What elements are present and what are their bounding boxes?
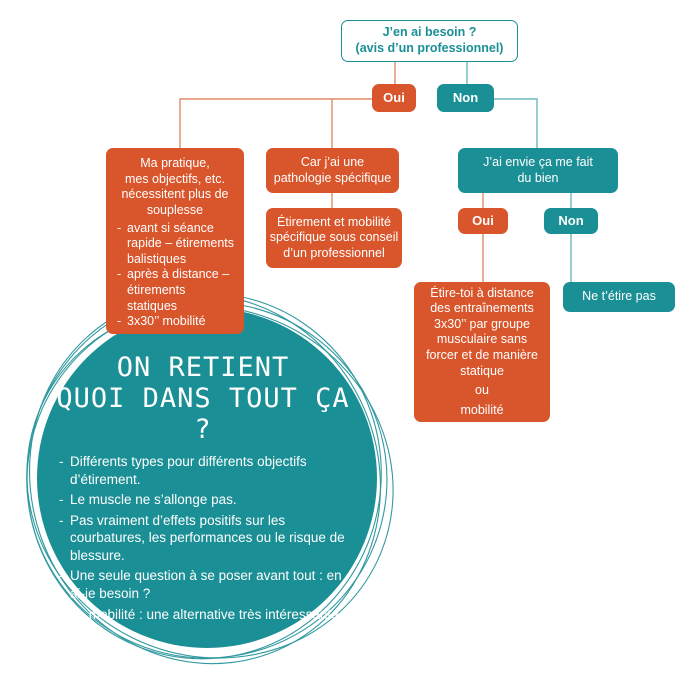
pathology-advice-line-2: spécifique sous conseil: [269, 230, 399, 245]
takeaway-list: Différents types pour différents objecti…: [58, 453, 358, 623]
feel-good-line-2: du bien: [517, 170, 559, 185]
stretch-advice-line-8: mobilité: [460, 402, 504, 417]
pathology-line-1: Car j’ai une: [300, 154, 365, 169]
top-question-line-2: (avis d’un professionnel): [355, 41, 504, 55]
feel-oui-pill: Oui: [458, 208, 508, 234]
list-item: avant si séance rapide – étirements bali…: [116, 221, 234, 268]
pathology-box: Car j’ai une pathologie spécifique: [266, 148, 399, 193]
no-stretch-box: Ne t’étire pas: [563, 282, 675, 312]
feel-good-box: J’ai envie ça me fait du bien: [458, 148, 618, 193]
feel-good-line-1: J’ai envie ça me fait: [483, 154, 593, 169]
stretch-advice-line-4: musculaire sans: [436, 332, 528, 347]
pathology-advice-box: Étirement et mobilité spécifique sous co…: [266, 208, 402, 268]
stretch-advice-line-1: Étire-toi à distance: [430, 285, 534, 300]
connector-non-feel: [494, 98, 538, 148]
list-item: Différents types pour différents objecti…: [58, 453, 358, 488]
stretch-advice-box: Étire-toi à distance des entraînements 3…: [414, 282, 550, 422]
non-pill: Non: [437, 84, 494, 112]
no-stretch-label: Ne t’étire pas: [582, 289, 656, 304]
stretch-advice-line-5: forcer et de manière: [426, 348, 538, 362]
takeaway-title-line-2: QUOI DANS TOUT ÇA ?: [56, 383, 350, 446]
feel-oui-label: Oui: [472, 212, 494, 228]
practice-heading-line-3: nécessitent plus de: [121, 187, 229, 202]
practice-heading: Ma pratique, mes objectifs, etc. nécessi…: [116, 156, 234, 219]
practice-heading-line-1: Ma pratique,: [140, 156, 210, 170]
list-item: Pas vraiment d’effets positifs sur les c…: [58, 512, 358, 565]
connector-oui-branches: [179, 98, 372, 148]
oui-pill: Oui: [372, 84, 416, 112]
stretch-advice-line-2: des entraînements: [430, 301, 534, 316]
takeaway-title: ON RETIENT QUOI DANS TOUT ÇA ?: [48, 352, 358, 445]
list-item: Le muscle ne s’allonge pas.: [58, 491, 358, 509]
stretch-advice-line-6: statique: [460, 363, 504, 378]
top-question-box: J’en ai besoin ? (avis d’un professionne…: [341, 20, 518, 62]
list-item: Une seule question à se poser avant tout…: [58, 567, 358, 602]
pathology-line-2: pathologie spécifique: [273, 170, 392, 185]
takeaway-title-line-1: ON RETIENT: [116, 352, 290, 383]
feel-non-pill: Non: [544, 208, 598, 234]
practice-heading-line-4: souplesse: [146, 202, 204, 217]
practice-list: avant si séance rapide – étirements bali…: [116, 221, 234, 330]
top-question-line-1: J’en ai besoin ?: [382, 25, 477, 40]
stretch-advice-line-7: ou: [475, 383, 489, 398]
oui-label: Oui: [383, 89, 405, 105]
practice-heading-line-2: mes objectifs, etc.: [124, 171, 226, 186]
list-item: La mobilité : une alternative très intér…: [58, 606, 358, 624]
non-label: Non: [452, 89, 479, 105]
feel-non-label: Non: [558, 212, 584, 228]
stretch-advice-line-3: 3x30’’ par groupe: [434, 316, 530, 331]
list-item: après à distance – étirements statiques: [116, 267, 234, 314]
pathology-advice-line-1: Étirement et mobilité: [277, 214, 391, 229]
takeaway-panel: ON RETIENT QUOI DANS TOUT ÇA ? Différent…: [56, 352, 358, 626]
practice-box: Ma pratique, mes objectifs, etc. nécessi…: [106, 148, 244, 334]
pathology-advice-line-3: d’un professionnel: [283, 245, 385, 260]
list-item: 3x30’’ mobilité: [116, 314, 234, 330]
